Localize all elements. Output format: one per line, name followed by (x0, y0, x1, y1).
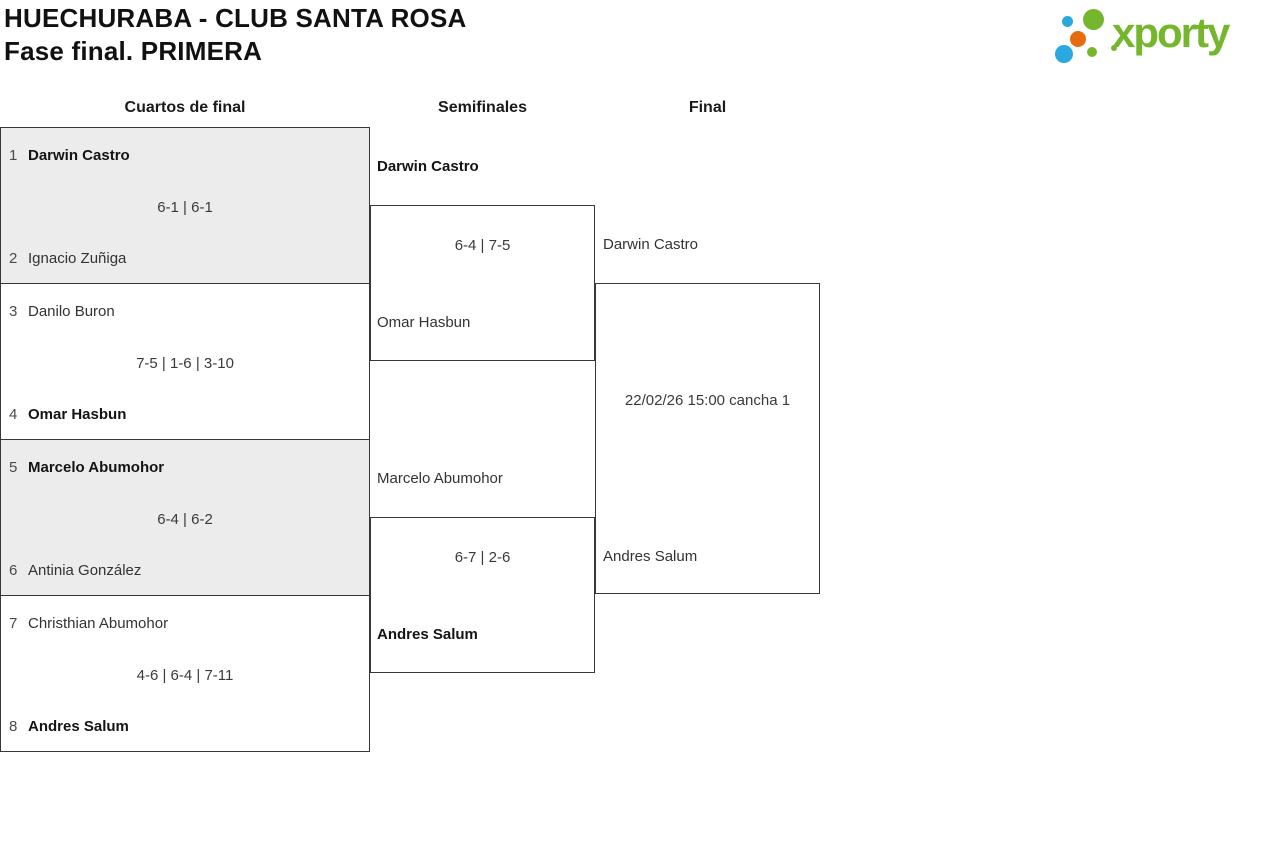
semifinal1-player2-name: Omar Hasbun (377, 314, 471, 331)
seed-number: 1 (9, 147, 18, 164)
player-row: 6 Antinia González (9, 561, 361, 580)
xporty-logo[interactable]: xporty (1050, 0, 1278, 70)
player-name: Danilo Buron (28, 303, 115, 320)
player-name: Andres Salum (28, 718, 129, 735)
match-box-quarterfinal-2: 3 Danilo Buron 7-5 | 1-6 | 3-10 4 Omar Has… (0, 283, 370, 440)
round-header-semifinals: Semifinales (438, 99, 527, 116)
final-player2-name: Andres Salum (603, 548, 698, 565)
player-row: 3 Danilo Buron (9, 302, 361, 321)
logo-wordmark: xporty (1112, 9, 1230, 56)
match-box-quarterfinal-1: 1 Darwin Castro 6-1 | 6-1 2 Ignacio Zuñiga (0, 127, 370, 284)
round-header-quarterfinals: Cuartos de final (124, 99, 246, 116)
player-row: 8 Andres Salum (9, 717, 361, 736)
seed-number: 6 (9, 562, 18, 579)
semifinal2-player1-name: Marcelo Abumohor (377, 470, 503, 487)
match-box-semifinal-2 (370, 517, 595, 673)
seed-number: 2 (9, 250, 18, 267)
player-name: Marcelo Abumohor (28, 459, 165, 476)
final-match-schedule: 22/02/26 15:00 cancha 1 (624, 392, 791, 409)
seed-number: 4 (9, 406, 18, 423)
semifinal1-score: 6-4 | 7-5 (454, 237, 511, 254)
seed-number: 7 (9, 615, 18, 632)
semifinal2-score: 6-7 | 2-6 (454, 549, 511, 566)
logo-dot-green-tiny (1111, 45, 1117, 51)
semifinal2-player2-name: Andres Salum (377, 626, 478, 643)
player-row: 1 Darwin Castro (9, 146, 361, 165)
match-box-semifinal-1 (370, 205, 595, 361)
seed-number: 3 (9, 303, 18, 320)
player-name: Ignacio Zuñiga (28, 250, 127, 267)
logo-dot-orange (1070, 31, 1086, 47)
match-score: 6-1 | 6-1 (157, 199, 213, 216)
player-name: Darwin Castro (28, 147, 130, 164)
logo-dot-blue-small (1062, 16, 1073, 27)
logo-dot-green-small (1087, 47, 1097, 57)
match-box-final (595, 283, 820, 594)
player-row: 2 Ignacio Zuñiga (9, 249, 361, 268)
player-row: 5 Marcelo Abumohor (9, 458, 361, 477)
match-score: 6-4 | 6-2 (157, 511, 213, 528)
player-row: 4 Omar Hasbun (9, 405, 361, 424)
player-name: Christhian Abumohor (28, 615, 169, 632)
seed-number: 5 (9, 459, 18, 476)
seed-number: 8 (9, 718, 18, 735)
player-name: Omar Hasbun (28, 406, 127, 423)
logo-dot-blue-large (1055, 45, 1073, 63)
player-row: 7 Christhian Abumohor (9, 614, 361, 633)
final-player1-name: Darwin Castro (603, 236, 699, 253)
round-header-final: Final (688, 99, 727, 116)
phase-subtitle: Fase final. PRIMERA (4, 36, 263, 66)
match-score: 7-5 | 1-6 | 3-10 (136, 355, 234, 372)
tournament-title: HUECHURABA - CLUB SANTA ROSA (4, 3, 467, 33)
player-name: Antinia González (28, 562, 142, 579)
semifinal1-player1-name: Darwin Castro (377, 158, 479, 175)
match-score: 4-6 | 6-4 | 7-11 (136, 667, 234, 684)
header: HUECHURABA - CLUB SANTA ROSA Fase final.… (4, 2, 467, 68)
logo-dot-green-large (1083, 9, 1104, 30)
match-box-quarterfinal-3: 5 Marcelo Abumohor 6-4 | 6-2 6 Antinia Gon… (0, 439, 370, 596)
